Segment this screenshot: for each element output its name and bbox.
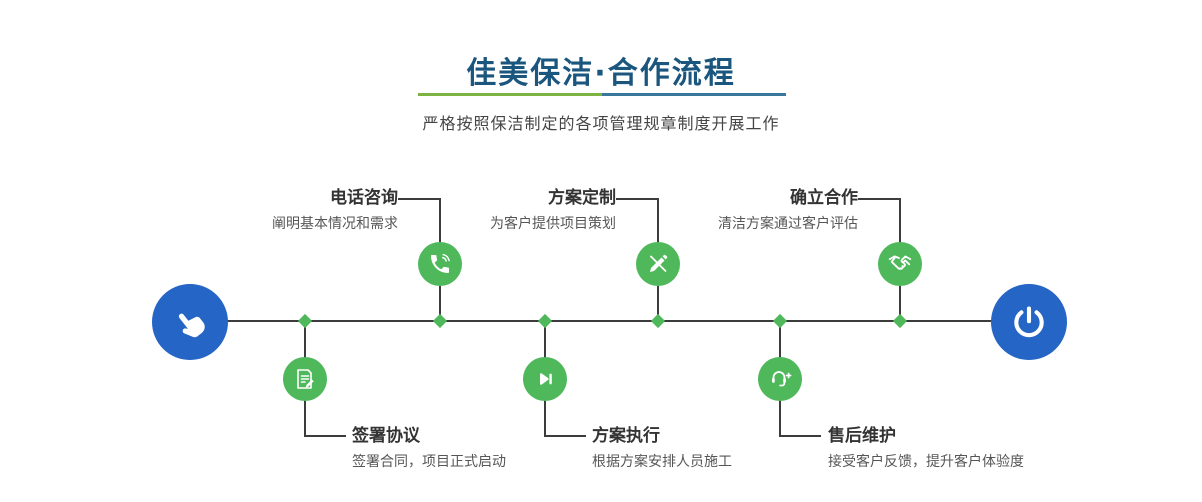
design-icon: [646, 252, 670, 276]
step-description: 根据方案安排人员施工: [592, 454, 732, 470]
execute-icon: [533, 367, 557, 391]
step-node-handshake: [878, 242, 922, 286]
divider-blue-segment: [602, 93, 786, 96]
step-node-contract: [283, 357, 327, 401]
divider-green-segment: [418, 93, 602, 96]
step-cooperation: 确立合作 清洁方案通过客户评估: [608, 186, 858, 234]
step-phone: 电话咨询 阐明基本情况和需求: [148, 186, 398, 234]
step-title: 电话咨询: [330, 188, 398, 208]
connector-line: [779, 322, 781, 358]
timeline-line: [190, 320, 1030, 322]
connector-line: [544, 400, 546, 437]
step-description: 清洁方案通过客户评估: [718, 216, 858, 232]
connector-line: [779, 435, 821, 437]
step-execute: 方案执行 根据方案安排人员施工: [592, 424, 872, 472]
timeline-diamond: [772, 313, 788, 329]
timeline-diamond: [892, 313, 908, 329]
page-subtitle: 严格按照保洁制定的各项管理规章制度开展工作: [422, 114, 780, 133]
step-description: 阐明基本情况和需求: [272, 216, 398, 232]
connector-line: [398, 198, 441, 200]
timeline-diamond: [537, 313, 553, 329]
step-node-design: [636, 242, 680, 286]
title-divider: [418, 93, 786, 96]
connector-line: [304, 400, 306, 437]
step-contract: 签署协议 签署合同，项目正式启动: [352, 424, 632, 472]
step-title: 签署协议: [352, 426, 420, 446]
connector-line: [657, 198, 659, 244]
connector-line: [304, 322, 306, 358]
phone-icon: [428, 252, 452, 276]
pointer-hand-icon: [162, 294, 218, 350]
connector-line: [544, 322, 546, 358]
connector-line: [439, 198, 441, 244]
timeline-diamond: [650, 313, 666, 329]
timeline-diamond: [297, 313, 313, 329]
connector-line: [304, 435, 346, 437]
aftersale-icon: [768, 367, 792, 391]
connector-line: [858, 198, 901, 200]
step-aftersale: 售后维护 接受客户反馈，提升客户体验度: [828, 424, 1108, 472]
connector-line: [439, 286, 441, 322]
connector-line: [899, 198, 901, 244]
connector-line: [899, 286, 901, 322]
step-design: 方案定制 为客户提供项目策划: [366, 186, 616, 234]
connector-line: [657, 286, 659, 322]
timeline-end-node: [991, 284, 1067, 360]
step-description: 签署合同，项目正式启动: [352, 454, 506, 470]
connector-line: [616, 198, 659, 200]
contract-icon: [293, 367, 317, 391]
step-node-aftersale: [758, 357, 802, 401]
step-description: 接受客户反馈，提升客户体验度: [828, 454, 1024, 470]
power-icon: [1010, 303, 1048, 341]
step-title: 售后维护: [828, 426, 896, 446]
step-node-phone: [418, 242, 462, 286]
connector-line: [544, 435, 586, 437]
page-title: 佳美保洁·合作流程: [466, 56, 736, 91]
step-title: 确立合作: [790, 188, 858, 208]
step-node-execute: [523, 357, 567, 401]
step-title: 方案定制: [548, 188, 616, 208]
connector-line: [779, 400, 781, 437]
step-title: 方案执行: [592, 426, 660, 446]
step-description: 为客户提供项目策划: [490, 216, 616, 232]
timeline-diamond: [432, 313, 448, 329]
timeline-start-node: [152, 284, 228, 360]
handshake-icon: [887, 251, 913, 277]
